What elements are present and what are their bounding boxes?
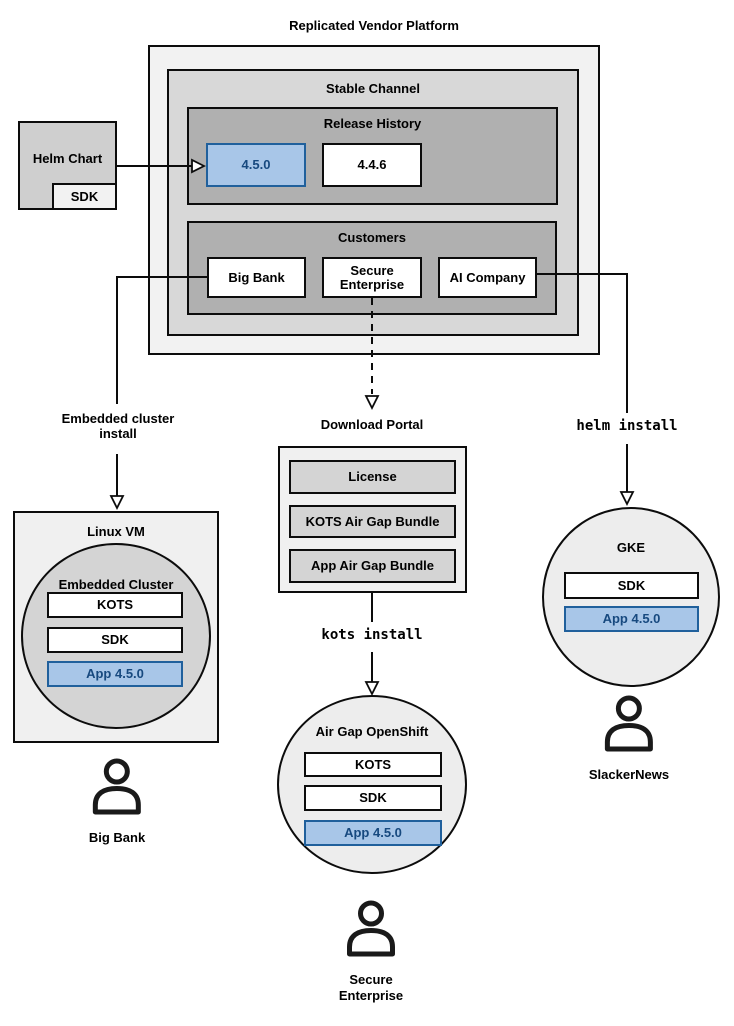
app-version-chip: App 4.5.0 — [304, 820, 442, 846]
sdk-chip: SDK — [47, 627, 183, 653]
helm-chart-sdk-label: SDK — [70, 188, 99, 204]
kots-air-gap-bundle-box: KOTS Air Gap Bundle — [289, 505, 456, 538]
app-version-chip-label: App 4.5.0 — [602, 611, 661, 626]
download-portal-label: Download Portal — [320, 417, 424, 432]
stable-channel-box: Stable Channel Release History 4.5.0 4.4… — [167, 69, 579, 336]
kots-chip-label: KOTS — [96, 597, 134, 612]
helm-chart-box: Helm Chart SDK — [18, 121, 117, 210]
persona-big-bank: Big Bank — [89, 758, 145, 846]
air-gap-openshift-circle: Air Gap OpenShift KOTS SDK App 4.5.0 — [277, 695, 467, 874]
app-version-chip-label: App 4.5.0 — [86, 666, 144, 681]
sdk-chip: SDK — [564, 572, 699, 599]
app-version-chip-label: App 4.5.0 — [344, 825, 402, 840]
persona-slackernews: SlackerNews — [589, 695, 669, 783]
gke-label: GKE — [616, 540, 646, 555]
license-box: License — [289, 460, 456, 494]
stable-channel-label: Stable Channel — [326, 81, 420, 96]
customer-big-bank-label: Big Bank — [228, 269, 285, 285]
diagram-title: Replicated Vendor Platform — [289, 18, 459, 33]
linux-vm-label: Linux VM — [87, 524, 145, 539]
persona-slackernews-label: SlackerNews — [588, 767, 670, 782]
persona-secure-enterprise: Secure Enterprise — [326, 900, 416, 1004]
user-icon — [604, 695, 653, 752]
helm-chart-label: Helm Chart — [32, 151, 103, 166]
license-label: License — [348, 469, 397, 484]
user-icon — [347, 900, 395, 957]
gke-circle: GKE SDK App 4.5.0 — [542, 507, 720, 687]
persona-secure-enterprise-label: Secure Enterprise — [338, 972, 404, 1003]
release-version-450-label: 4.5.0 — [241, 157, 271, 172]
kots-install-label: kots install — [321, 627, 423, 643]
arrowhead-down-icon — [109, 495, 125, 511]
kots-chip-label: KOTS — [354, 756, 392, 772]
sdk-chip-label: SDK — [617, 577, 646, 593]
sdk-chip: SDK — [304, 785, 442, 811]
customers-label: Customers — [338, 230, 406, 245]
download-portal-box: License KOTS Air Gap Bundle App Air Gap … — [278, 446, 467, 593]
embedded-cluster-circle: Embedded Cluster KOTS SDK App 4.5.0 — [21, 543, 211, 729]
app-version-chip: App 4.5.0 — [564, 606, 699, 632]
app-version-chip: App 4.5.0 — [47, 661, 183, 687]
kots-chip: KOTS — [47, 592, 183, 618]
app-air-gap-bundle-box: App Air Gap Bundle — [289, 549, 456, 583]
customer-secure-enterprise-label: Secure Enterprise — [339, 262, 405, 292]
customer-ai-company: AI Company — [438, 257, 537, 298]
customers-box: Customers Big Bank Secure Enterprise AI … — [187, 221, 557, 315]
platform-box: Stable Channel Release History 4.5.0 4.4… — [148, 45, 600, 355]
air-gap-openshift-label: Air Gap OpenShift — [315, 724, 429, 739]
arrowhead-down-icon — [364, 681, 380, 697]
release-version-446-label: 4.4.6 — [357, 157, 387, 172]
kots-chip: KOTS — [304, 752, 442, 777]
linux-vm-box: Linux VM Embedded Cluster KOTS SDK App 4… — [13, 511, 219, 743]
helm-chart-sdk-box: SDK — [52, 183, 117, 210]
helm-install-label: helm install — [576, 418, 678, 434]
arrowhead-down-icon — [364, 395, 380, 411]
kots-air-gap-bundle-label: KOTS Air Gap Bundle — [305, 513, 440, 529]
release-history-label: Release History — [323, 116, 422, 131]
customer-big-bank: Big Bank — [207, 257, 306, 298]
user-icon — [93, 758, 141, 815]
persona-big-bank-label: Big Bank — [88, 830, 146, 845]
customer-secure-enterprise: Secure Enterprise — [322, 257, 422, 298]
arrowhead-down-icon — [619, 491, 635, 507]
customer-ai-company-label: AI Company — [449, 269, 526, 285]
sdk-chip-label: SDK — [359, 790, 387, 805]
release-history-box: Release History 4.5.0 4.4.6 — [187, 107, 558, 205]
app-air-gap-bundle-label: App Air Gap Bundle — [310, 558, 435, 573]
release-version-446: 4.4.6 — [322, 143, 422, 187]
embedded-cluster-install-label: Embedded cluster install — [61, 411, 175, 441]
release-version-450: 4.5.0 — [206, 143, 306, 187]
sdk-chip-label: SDK — [101, 632, 129, 647]
embedded-cluster-label: Embedded Cluster — [58, 577, 174, 592]
